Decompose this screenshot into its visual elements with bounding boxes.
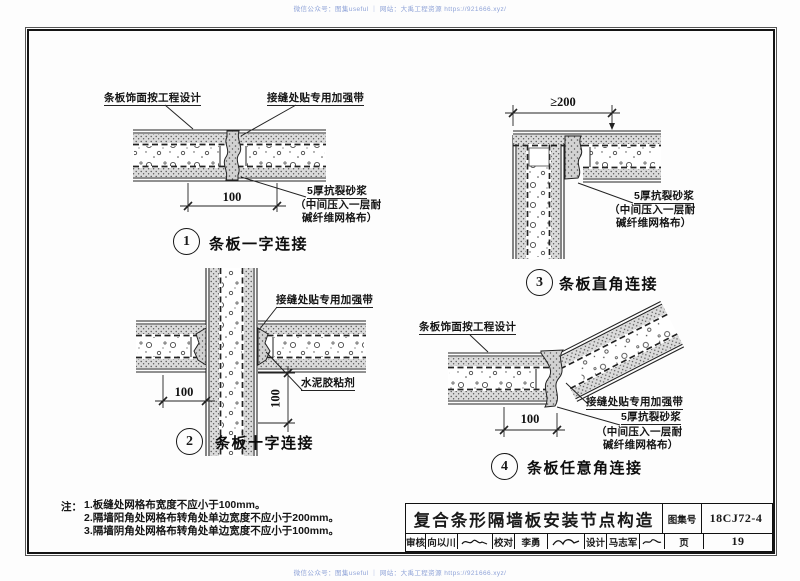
detail-4-mortar-label-3: 碱纤维网格布） [603,439,679,451]
handwritten-signature-icon [461,539,488,545]
detail-3-mortar-label: 5厚抗裂砂浆 [634,190,695,204]
detail-2-right-panel [258,320,366,373]
detail-3-number: 3 [536,274,543,290]
page-number: 19 [703,534,772,549]
checker-name: 李勇 [514,534,547,549]
dimension-arrow [609,123,615,130]
detail-4-mortar-label: 5厚抗裂砂浆 [621,411,682,425]
detail-2-vertical-panel [205,268,258,456]
detail-3-number-badge: 3 [526,269,553,296]
detail-3-joint [564,135,583,180]
detail-4-angled-panel [553,300,685,402]
notes-prefix: 注： [61,501,82,513]
sheet-border-frame [25,27,777,556]
checker-label: 校对 [492,534,514,549]
detail-4-number: 4 [501,458,508,474]
reviewer-label: 审核 [406,537,425,549]
detail-4-tape-label: 接缝处贴专用加强带 [586,396,684,410]
detail-1-dim-100: 100 [222,190,242,204]
detail-1-joint [223,130,242,181]
detail-2-tape-label: 接缝处贴专用加强带 [276,294,374,308]
detail-2-dim-100-vertical: 100 [268,389,283,408]
detail-1-title: 条板一字连接 [209,236,309,253]
note-line-2: 2.隔墙阳角处网格布转角处单边宽度不应小于200mm。 [84,512,339,524]
detail-4-dim-100: 100 [520,412,540,426]
detail-1-number: 1 [183,233,190,249]
atlas-number-value: 18CJ72-4 [701,504,770,533]
detail-2-left-joint [193,327,207,366]
detail-2-adhesive-label: 水泥胶粘剂 [301,377,355,391]
detail-3-title: 条板直角连接 [559,276,659,293]
notes-block: 注： 1.板缝处网格布宽度不应小于100mm。 2.隔墙阳角处网格布转角处单边宽… [61,499,339,538]
designer-label: 设计 [584,534,606,549]
checker-signature [547,534,584,549]
handwritten-signature-icon [552,538,580,545]
detail-1-number-badge: 1 [173,228,200,255]
detail-3-mortar-label-2: （中间压入一层耐 [609,204,696,216]
note-line-1: 1.板缝处网格布宽度不应小于100mm。 [84,499,266,511]
detail-3-dim-200: ≥200 [550,95,576,109]
detail-1-mortar-label-3: 碱纤维网格布） [302,212,378,224]
detail-2-number: 2 [186,433,193,449]
page-label: 页 [664,534,703,549]
designer-signature [639,534,664,549]
detail-1-mortar-label-2: （中间压入一层耐 [295,199,382,211]
reviewer-signature [457,534,492,549]
designer-name: 马志军 [606,534,639,549]
detail-2-dim-100-horizontal: 100 [174,385,194,399]
detail-4-horizontal-panel [448,352,552,405]
watermark-top: 微信公众号：图集useful ｜ 网站：大禹工程资源 https://92166… [293,6,507,13]
atlas-number-label: 图集号 [662,504,701,533]
detail-3-horizontal-panel [583,130,661,183]
detail-3-mortar-label-3: 碱纤维网格布） [616,217,692,229]
panel-end-cap [528,147,550,167]
joints-dims-leaders [155,104,634,437]
detail-4-mortar-label-2: （中间压入一层耐 [596,426,683,438]
detail-2-left-panel [136,320,206,373]
detail-2-right-joint [257,327,271,366]
detail-1-tape-label: 接缝处贴专用加强带 [267,92,365,106]
detail-4-joint [540,349,564,408]
detail-1-finish-label: 条板饰面按工程设计 [104,92,202,106]
handwritten-signature-icon [642,538,662,544]
detail-1-mortar-label: 5厚抗裂砂浆 [307,185,368,199]
detail-2-title: 条板十字连接 [215,435,315,452]
detail-4-finish-label: 条板饰面按工程设计 [419,321,517,335]
reviewer-name: 向以川 [425,534,457,549]
detail-4-number-badge: 4 [491,453,518,480]
note-line-3: 3.隔墙阴角处网格布转角处单边宽度不应小于100mm。 [84,525,339,537]
detail-2-number-badge: 2 [176,428,203,455]
sheet-title: 复合条形隔墙板安装节点构造 [413,511,655,530]
title-block: 复合条形隔墙板安装节点构造 图集号 18CJ72-4 审核 向以川 校对 李勇 … [405,503,773,552]
watermark-bottom: 微信公众号：图集useful ｜ 网站：大禹工程资源 https://92166… [293,570,507,577]
detail-4-title: 条板任意角连接 [527,460,643,477]
